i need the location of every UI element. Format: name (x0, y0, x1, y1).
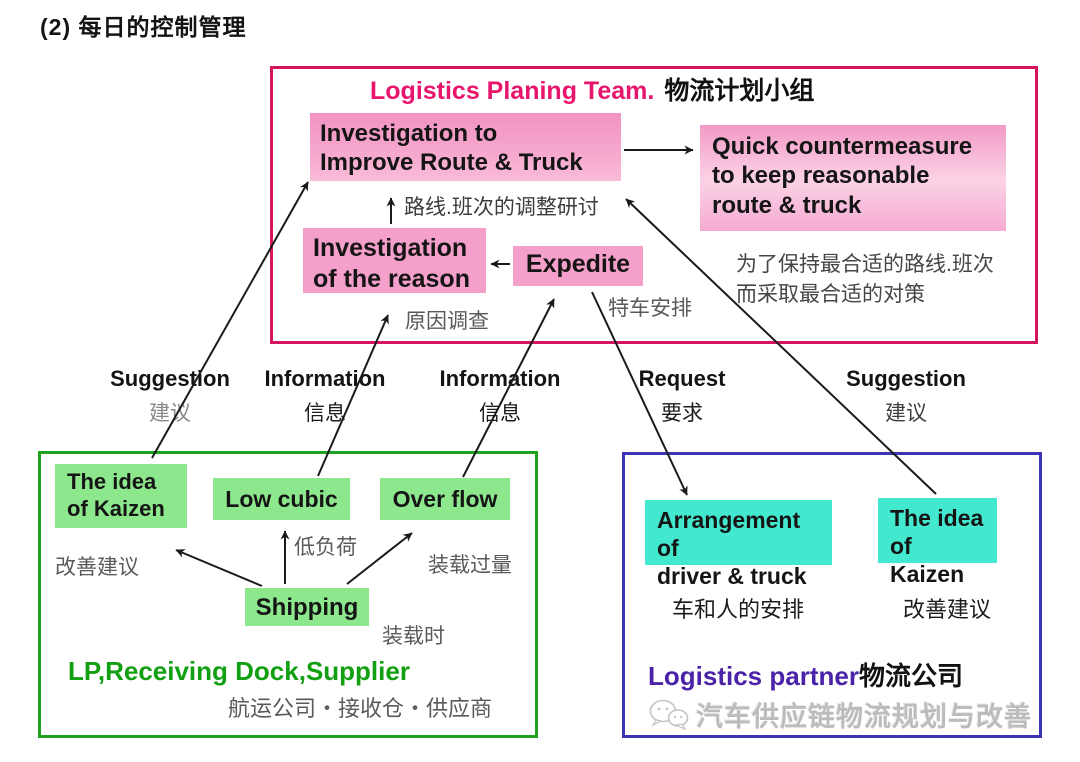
flow-label-information-1: Information 信息 (233, 366, 417, 427)
box-expedite: Expedite (513, 246, 643, 286)
flow-label-zh: 建议 (885, 402, 927, 426)
flow-label-en: Request (638, 366, 726, 391)
supplier-group-title: LP,Receiving Dock,Supplier (68, 656, 410, 686)
box-arrangement-driver-truck: Arrangement of driver & truck (645, 500, 832, 589)
note-loading-time: 装载时 (382, 625, 445, 648)
box-investigation-of-reason: Investigation of the reason (303, 228, 486, 293)
watermark: 汽车供应链物流规划与改善 (648, 695, 1032, 734)
note-route-adjustment: 路线.班次的调整研讨 (404, 196, 599, 219)
box-investigation-to-improve: Investigation to Improve Route & Truck (310, 113, 621, 181)
box-over-flow: Over flow (380, 478, 510, 520)
flow-label-en: Suggestion (846, 366, 966, 391)
note-arrangement: 车和人的安排 (672, 597, 805, 622)
partner-group-title: Logistics partner物流公司 (648, 656, 963, 693)
box-quick-countermeasure: Quick countermeasure to keep reasonable … (700, 125, 1006, 231)
flow-label-en: Information (439, 366, 561, 391)
note-kaizen-suggestion-left: 改善建议 (55, 556, 139, 579)
team-title-zh: 物流计划小组 (664, 77, 815, 105)
flow-label-suggestion-right: Suggestion 建议 (814, 366, 998, 427)
box-idea-of-kaizen-partner: The idea of Kaizen (878, 498, 997, 587)
page-title: (2) 每日的控制管理 (40, 14, 247, 40)
note-kaizen-suggestion-right: 改善建议 (903, 597, 992, 622)
flow-label-en: Information (264, 366, 386, 391)
supplier-group-title-zh: 航运公司・接收仓・供应商 (228, 696, 493, 721)
box-idea-of-kaizen-supplier: The idea of Kaizen (55, 464, 187, 528)
flow-label-information-2: Information 信息 (408, 366, 592, 427)
note-low-load: 低负荷 (294, 536, 357, 559)
watermark-text: 汽车供应链物流规划与改善 (696, 702, 1032, 732)
box-low-cubic: Low cubic (213, 478, 350, 520)
logistics-planning-team-title: Logistics Planing Team. 物流计划小组 (370, 71, 814, 107)
flow-label-zh: 要求 (661, 402, 703, 426)
note-overload: 装载过量 (428, 554, 512, 577)
box-shipping: Shipping (245, 588, 369, 626)
note-reason-survey: 原因调查 (405, 310, 489, 333)
partner-title-zh: 物流公司 (858, 661, 963, 691)
note-keep-reasonable: 为了保持最合适的路线.班次 而采取最合适的对策 (736, 253, 994, 307)
partner-title-en: Logistics partner (648, 661, 859, 691)
flow-label-request: Request 要求 (590, 366, 774, 427)
flow-label-zh: 信息 (304, 402, 346, 426)
team-title-en: Logistics Planing Team. (370, 77, 655, 105)
wechat-icon (649, 699, 689, 730)
flow-label-zh: 信息 (479, 402, 521, 426)
note-special-truck: 特车安排 (608, 297, 692, 320)
